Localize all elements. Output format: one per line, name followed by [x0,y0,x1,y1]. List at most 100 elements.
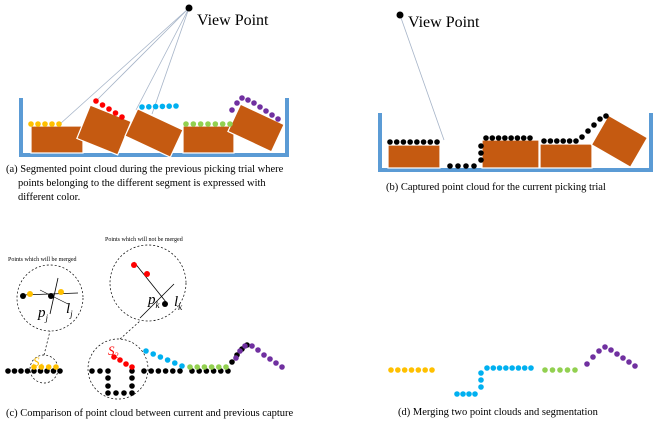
caption-a-line3: different color. [18,192,80,203]
point-black [393,139,400,145]
view-point-dot-b [396,11,404,19]
point-black [489,135,496,141]
point-black [520,135,527,141]
point-green [201,364,208,370]
point-black [495,135,502,141]
point-cyan [173,103,179,109]
point-black [463,163,469,169]
point-black [113,390,119,396]
box-a4 [182,125,235,154]
point-red [117,357,123,363]
point-red [106,106,112,112]
point-cyan [478,377,484,383]
point-yellow [45,364,52,370]
caption-a-line2: points belonging to the different segmen… [18,178,266,189]
point-cyan [166,103,172,109]
point-yellow [53,364,59,370]
point-purple [251,100,257,106]
point-red [123,361,129,367]
point-cyan [159,103,166,110]
point-black [121,390,127,396]
point-red [119,114,125,120]
point-purple [257,104,263,110]
svg-text:pk: pk [147,292,161,310]
bin-a [19,98,289,157]
point-green [190,121,197,127]
point-cyan [503,365,509,371]
point-yellow [395,367,401,373]
point-yellow [401,367,408,373]
caption-b: (b) Captured point cloud for the current… [386,182,606,193]
point-purple [242,343,248,349]
point-black [105,368,111,374]
point-purple [614,351,620,357]
point-black [414,139,420,145]
point-cyan [157,354,164,360]
point-red [93,98,99,104]
point-green [227,121,233,127]
point-black [129,368,135,374]
box-b4 [590,114,649,169]
svg-text:lj: lj [66,301,73,319]
point-black [177,368,183,374]
point-cyan [490,365,497,371]
point-yellow [35,121,41,127]
view-point-label-b: View Point [408,14,480,31]
callout-label-not-merged: Points which will not be merged [105,237,183,243]
point-yellow [422,367,428,373]
svg-text:pj: pj [37,305,49,323]
point-black [547,138,554,144]
points-b [387,113,609,169]
point-cyan [484,365,490,371]
zoom-merged-detail: pj lj [20,277,79,323]
point-black [566,138,573,144]
point-black [57,368,63,374]
point-black [407,139,413,145]
point-cyan [521,365,528,371]
box-b1 [387,144,441,169]
point-black [471,163,477,169]
callout-label-merged: Points which will be merged [8,257,77,263]
point-cyan [143,348,149,354]
box-a2 [76,104,132,156]
panel-c: Points which will be merged Points which… [5,237,294,419]
box-a1 [30,125,84,154]
point-black [478,143,484,149]
point-red [129,364,135,370]
point-green [557,367,563,373]
point-black [105,375,111,381]
point-purple [233,355,239,361]
caption-a-line1: (a) Segmented point cloud during the pre… [6,164,284,175]
point-purple [249,343,255,349]
point-yellow [42,121,48,127]
point-purple [263,108,269,114]
box-a3 [124,108,184,158]
point-red [111,354,117,360]
point-purple [267,356,273,362]
point-purple [608,347,614,353]
zoom-not-merged-detail: pk lk [131,261,183,319]
box-a5 [227,103,285,153]
points-a [28,95,281,127]
point-cyan [460,391,466,397]
point-purple [632,363,638,369]
point-cyan [472,391,478,397]
point-black [50,368,57,374]
point-yellow [56,121,62,127]
point-black [508,135,514,141]
point-purple [245,97,251,103]
point-cyan [528,365,534,371]
point-purple [275,116,281,122]
point-black [162,368,169,374]
box-b2 [481,139,540,169]
point-black [603,113,609,119]
point-green [187,364,193,370]
callout-circle-merged [16,264,84,332]
svg-text:lk: lk [174,294,183,312]
point-purple [602,344,608,350]
point-black [129,383,135,389]
point-black [31,368,37,374]
point-black [579,134,585,140]
point-black [229,359,235,365]
